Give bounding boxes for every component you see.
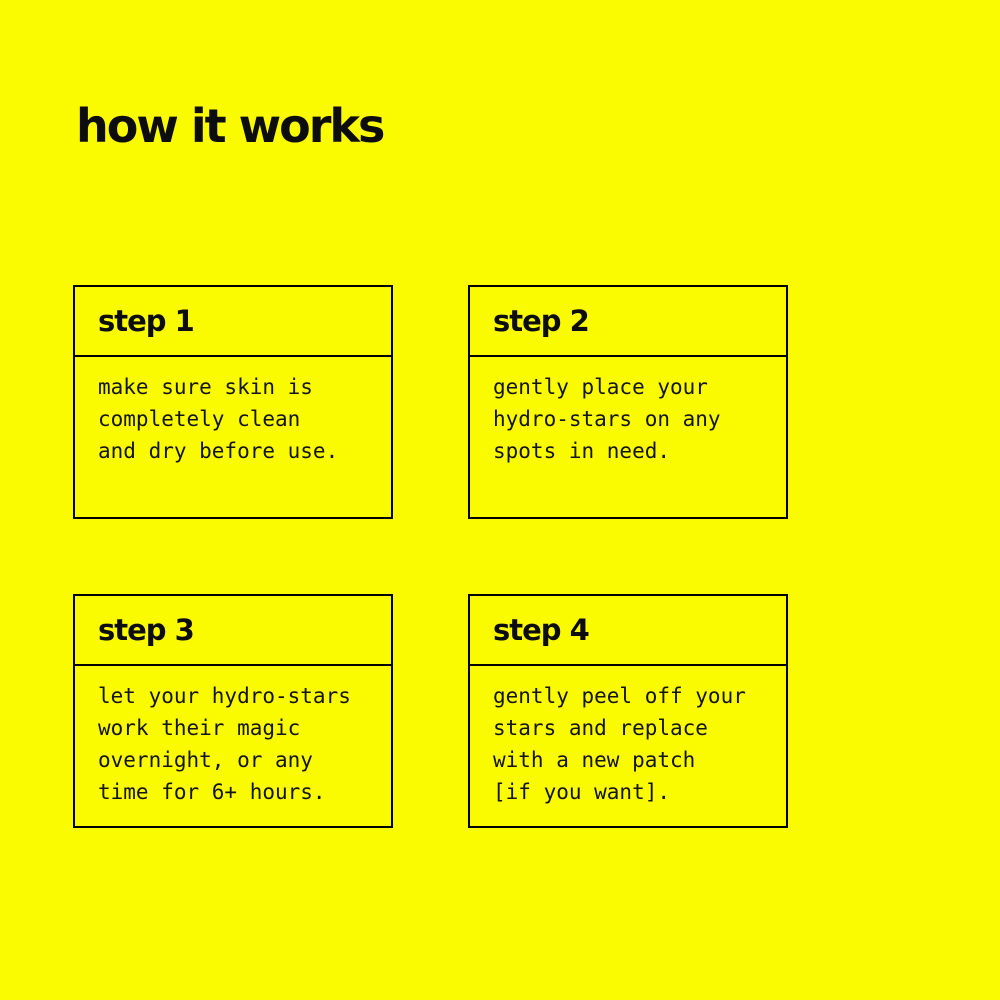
step-card-1: step 1 make sure skin is completely clea… <box>73 285 393 519</box>
step-card-3: step 3 let your hydro-stars work their m… <box>73 594 393 828</box>
step-2-label: step 2 <box>470 287 786 357</box>
step-card-4: step 4 gently peel off your stars and re… <box>468 594 788 828</box>
page-title: how it works <box>76 99 385 153</box>
step-1-label: step 1 <box>75 287 391 357</box>
steps-grid: step 1 make sure skin is completely clea… <box>73 285 788 828</box>
step-3-description: let your hydro-stars work their magic ov… <box>98 684 351 804</box>
step-card-2: step 2 gently place your hydro-stars on … <box>468 285 788 519</box>
step-1-description: make sure skin is completely clean and d… <box>98 375 339 463</box>
step-2-description: gently place your hydro-stars on any spo… <box>493 375 721 463</box>
step-3-label: step 3 <box>75 596 391 666</box>
step-4-label: step 4 <box>470 596 786 666</box>
step-4-description: gently peel off your stars and replace w… <box>493 684 746 804</box>
